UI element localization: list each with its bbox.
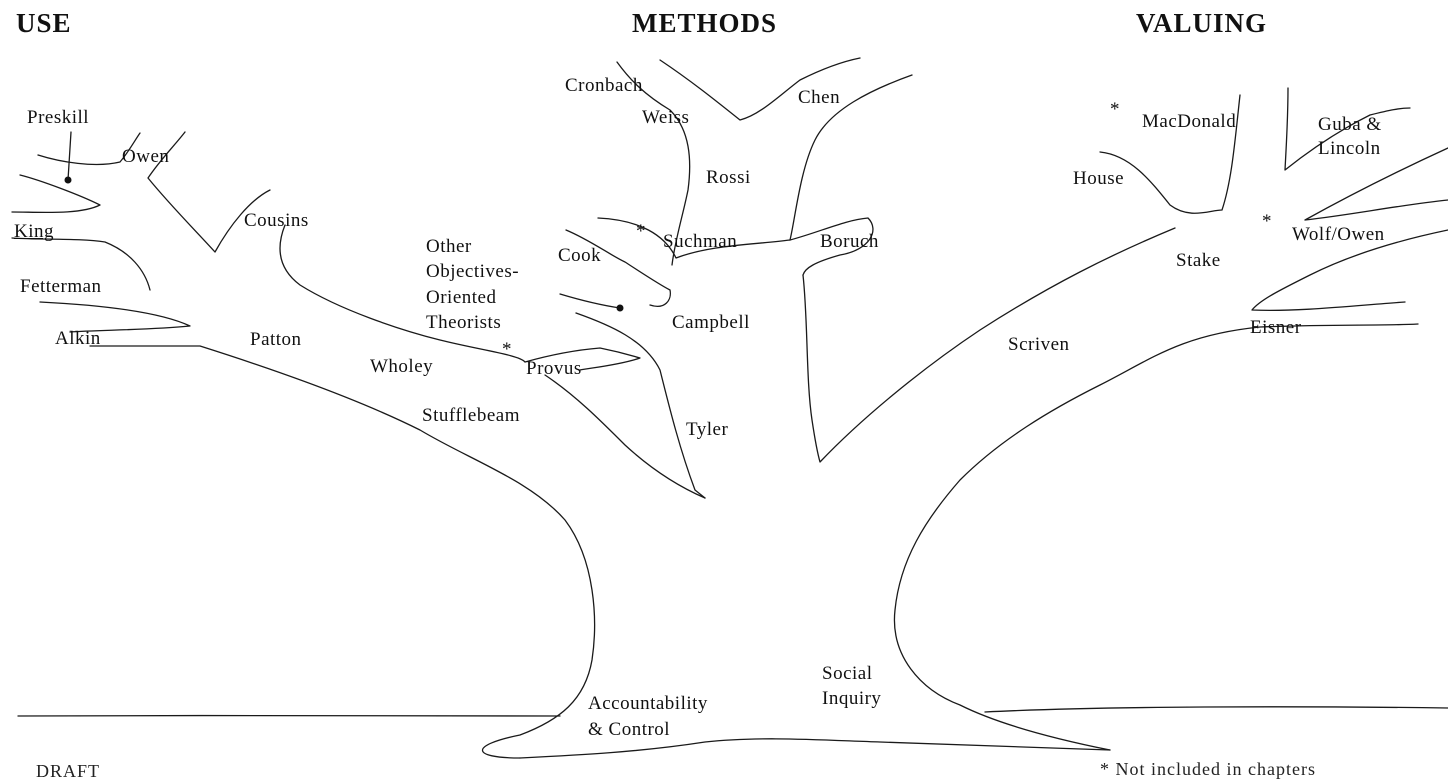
label-other-line3: Oriented bbox=[426, 287, 497, 308]
label-king: King bbox=[14, 221, 54, 242]
use-branch-fetterman bbox=[39, 301, 191, 333]
methods-stufflebeam bbox=[544, 374, 706, 499]
ground-line-right bbox=[984, 706, 1448, 713]
label-fetterman: Fetterman bbox=[20, 276, 102, 297]
methods-chen-right bbox=[789, 74, 913, 241]
root-social-line1: Social bbox=[822, 663, 873, 684]
label-guba-line1: Guba & bbox=[1318, 114, 1382, 135]
use-branch-top bbox=[11, 174, 101, 214]
use-branch-owen bbox=[37, 132, 141, 166]
label-suchman: Suchman bbox=[663, 231, 738, 252]
footnote: * Not included in chapters bbox=[1100, 759, 1316, 779]
label-alkin: Alkin bbox=[55, 328, 101, 349]
asterisk-macdonald: * bbox=[1110, 99, 1120, 120]
label-provus: Provus bbox=[526, 358, 582, 379]
label-eisner: Eisner bbox=[1250, 317, 1302, 338]
methods-campbell bbox=[559, 293, 621, 309]
label-campbell: Campbell bbox=[672, 312, 750, 333]
valuing-wolf bbox=[1251, 229, 1448, 311]
use-branch-king bbox=[11, 237, 151, 291]
campbell-dot bbox=[616, 304, 624, 312]
label-cousins: Cousins bbox=[244, 210, 309, 231]
methods-top-left bbox=[616, 61, 691, 266]
trunk-left-edge bbox=[89, 345, 596, 759]
label-house: House bbox=[1073, 168, 1125, 189]
label-cronbach: Cronbach bbox=[565, 75, 643, 96]
methods-suchman bbox=[597, 217, 791, 259]
methods-right-trunk bbox=[802, 227, 1176, 463]
label-guba-line2: Lincoln bbox=[1318, 138, 1381, 159]
label-tyler: Tyler bbox=[686, 419, 729, 440]
preskill-stem bbox=[67, 131, 72, 181]
valuing-guba bbox=[1304, 147, 1448, 221]
label-other-line2: Objectives- bbox=[426, 261, 520, 282]
label-other-line1: Other bbox=[426, 236, 472, 257]
valuing-macdonald bbox=[1284, 87, 1411, 171]
use-branch-patton bbox=[279, 224, 526, 363]
root-social-line2: Inquiry bbox=[822, 688, 882, 709]
use-branch-cousins bbox=[147, 131, 271, 253]
asterisk-wolf: * bbox=[1262, 211, 1272, 232]
label-patton: Patton bbox=[250, 329, 302, 350]
trunk-base bbox=[519, 738, 1111, 759]
label-stake: Stake bbox=[1176, 250, 1221, 271]
label-rossi: Rossi bbox=[706, 167, 751, 188]
valuing-house bbox=[1099, 94, 1241, 214]
root-accountability-line1: Accountability bbox=[588, 693, 708, 714]
label-macdonald: MacDonald bbox=[1142, 111, 1237, 132]
preskill-dot bbox=[64, 176, 72, 184]
methods-boruch bbox=[789, 217, 874, 276]
label-other-line4: Theorists bbox=[426, 312, 502, 333]
label-boruch: Boruch bbox=[820, 231, 879, 252]
asterisk-suchman: * bbox=[636, 221, 646, 242]
label-wolf-owen: Wolf/Owen bbox=[1292, 224, 1385, 245]
asterisk-provus: * bbox=[502, 339, 512, 360]
methods-cook bbox=[565, 229, 671, 307]
label-wholey: Wholey bbox=[370, 356, 434, 377]
draft-label: DRAFT bbox=[36, 761, 101, 781]
methods-cronbach-weiss bbox=[659, 57, 861, 121]
label-scriven: Scriven bbox=[1008, 334, 1070, 355]
label-chen: Chen bbox=[798, 87, 841, 108]
label-stufflebeam: Stufflebeam bbox=[422, 405, 521, 426]
header-valuing: VALUING bbox=[1136, 8, 1268, 38]
label-owen: Owen bbox=[122, 146, 170, 167]
label-preskill: Preskill bbox=[27, 107, 90, 128]
methods-tyler bbox=[575, 312, 706, 499]
trunk-right-root bbox=[893, 323, 1419, 751]
label-weiss: Weiss bbox=[642, 107, 690, 128]
header-methods: METHODS bbox=[632, 8, 778, 38]
label-cook: Cook bbox=[558, 245, 602, 266]
use-branch-provus bbox=[524, 347, 641, 371]
header-use: USE bbox=[16, 8, 72, 38]
root-accountability-line2: & Control bbox=[588, 719, 671, 740]
